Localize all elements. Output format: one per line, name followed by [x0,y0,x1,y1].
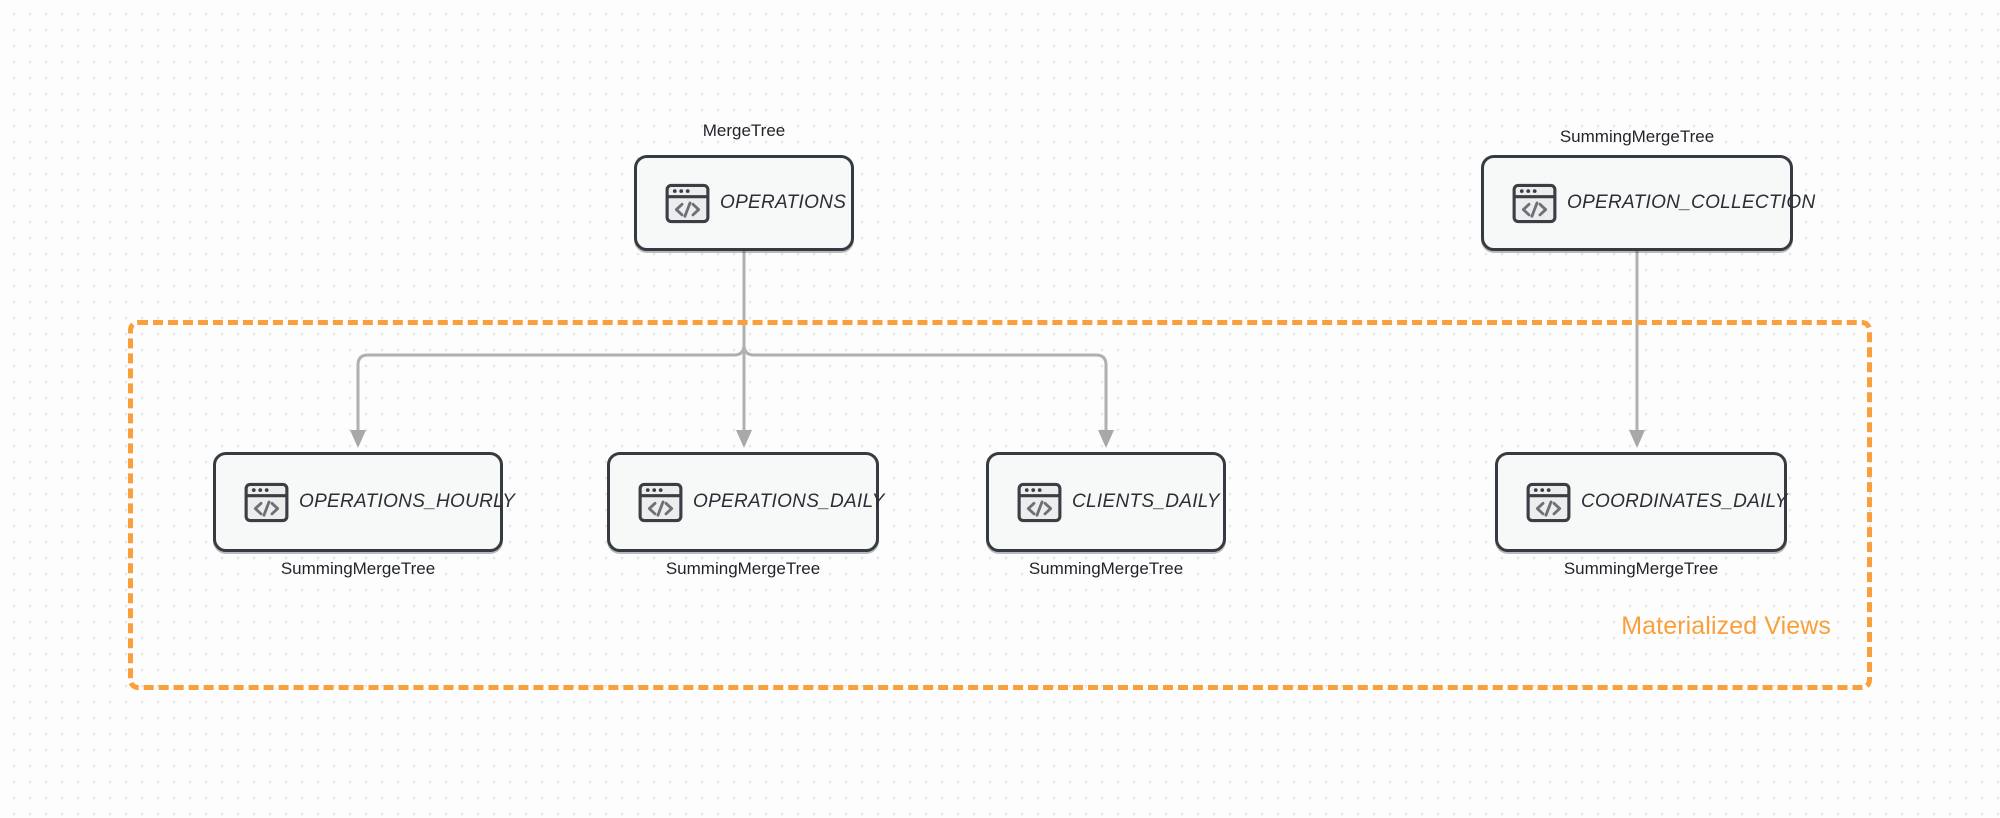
node-title-clients-daily: CLIENTS_DAILY [1072,491,1220,512]
engine-label-operations-hourly: SummingMergeTree [280,559,436,578]
code-window-icon [1526,482,1571,522]
node-title-operations: OPERATIONS [720,192,847,213]
node-clients-daily[interactable]: CLIENTS_DAILY [986,452,1226,552]
materialized-views-group-label: Materialized Views [1621,612,1831,640]
node-coordinates-daily[interactable]: COORDINATES_DAILY [1495,452,1787,552]
engine-label-operations: MergeTree [702,121,786,140]
node-title-operation-collection: OPERATION_COLLECTION [1567,192,1816,213]
node-operations-daily[interactable]: OPERATIONS_DAILY [607,452,884,552]
code-window-icon [1017,482,1062,522]
code-window-icon [665,183,710,223]
node-operations-hourly[interactable]: OPERATIONS_HOURLY [213,452,515,552]
node-title-operations-hourly: OPERATIONS_HOURLY [299,491,516,512]
engine-label-operations-daily: SummingMergeTree [665,559,821,578]
engine-label-clients-daily: SummingMergeTree [1028,559,1184,578]
materialized-views-group: Materialized Views [128,320,1872,690]
engine-label-operation-collection: SummingMergeTree [1559,127,1715,146]
node-operations[interactable]: OPERATIONS [634,155,854,251]
engine-label-coordinates-daily: SummingMergeTree [1563,559,1719,578]
node-title-operations-daily: OPERATIONS_DAILY [693,491,885,512]
node-operation-collection[interactable]: OPERATION_COLLECTION [1481,155,1815,251]
node-title-coordinates-daily: COORDINATES_DAILY [1581,491,1788,512]
code-window-icon [1512,183,1557,223]
code-window-icon [638,482,683,522]
code-window-icon [244,482,289,522]
